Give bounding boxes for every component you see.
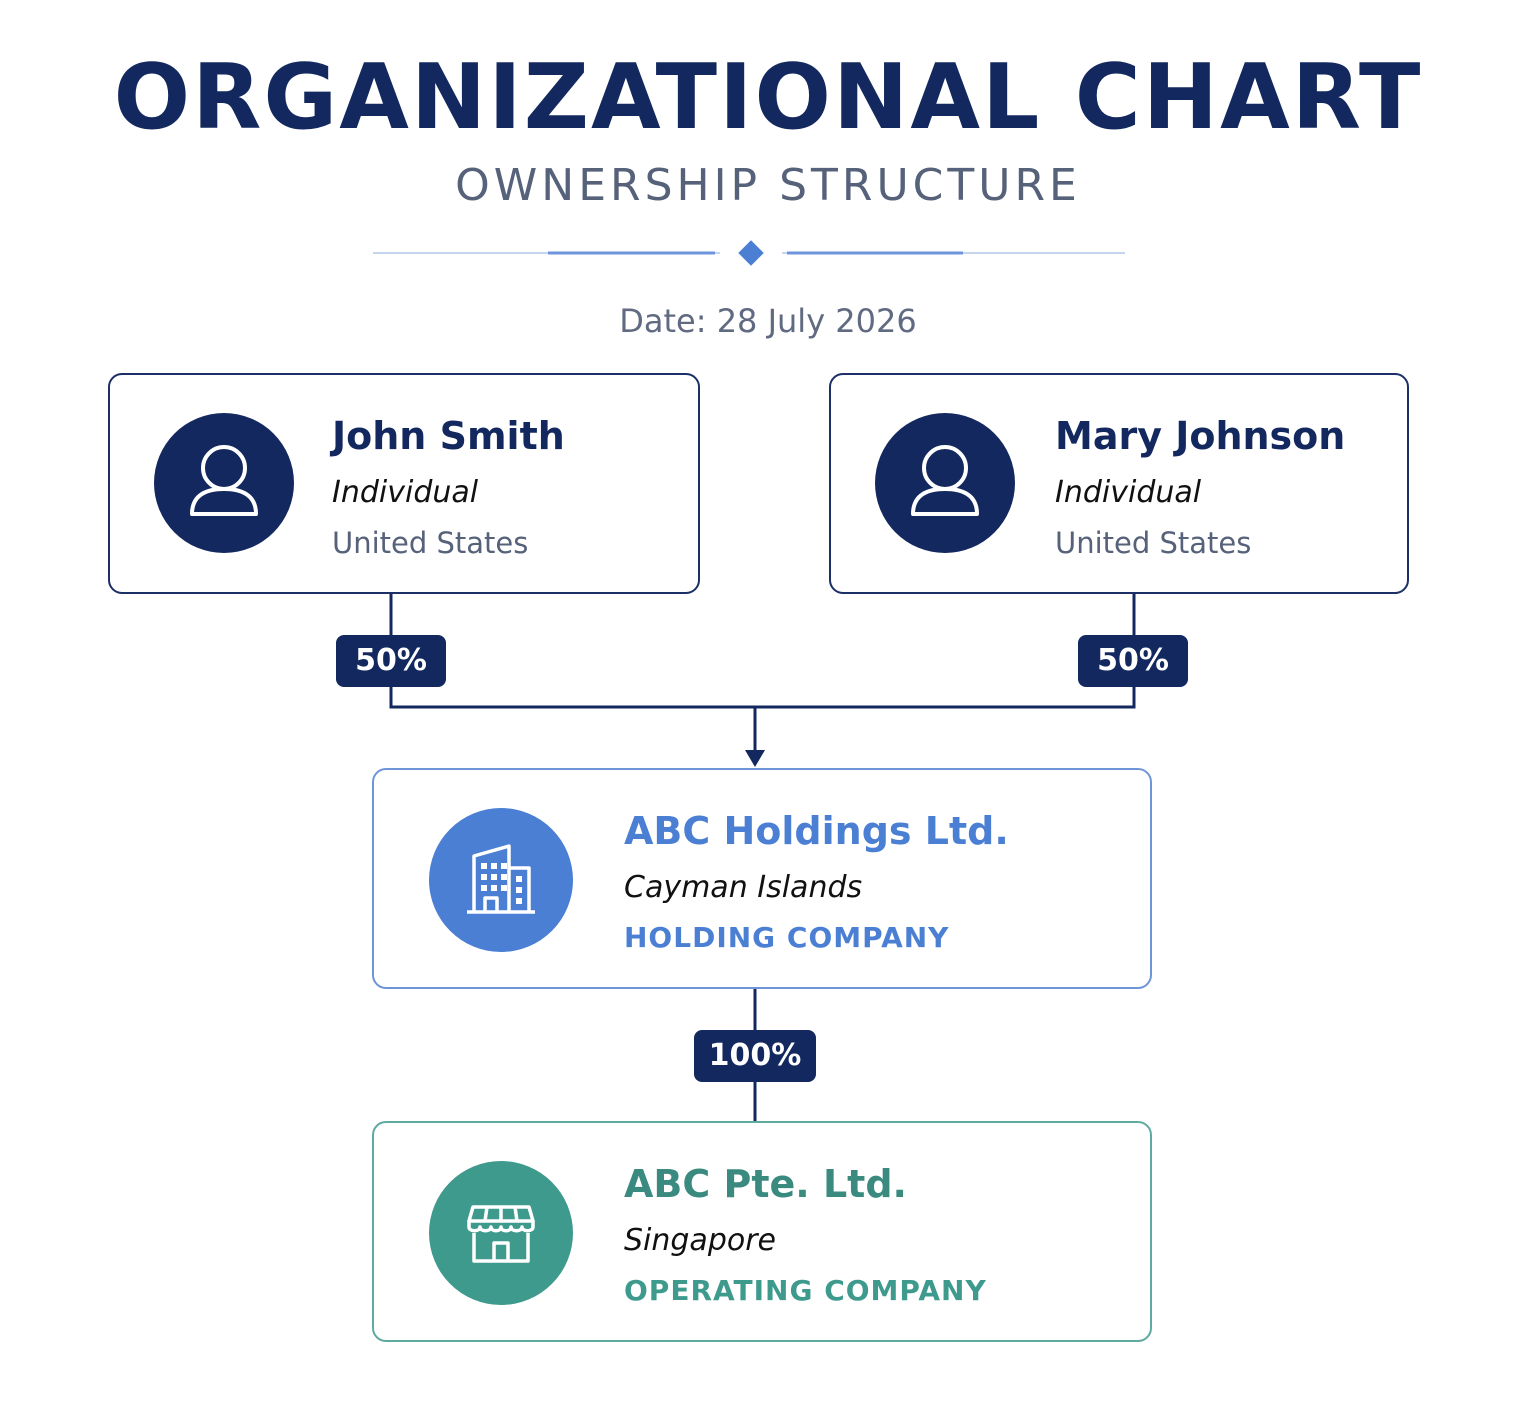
person-avatar — [875, 413, 1015, 553]
shareholder-card-john-smith[interactable]: John Smith Individual United States — [108, 373, 700, 594]
operating-company-card[interactable]: ABC Pte. Ltd. Singapore OPERATING COMPAN… — [372, 1121, 1152, 1342]
person-icon — [190, 445, 258, 516]
diamond-ornament — [738, 240, 764, 266]
chart-title: ORGANIZATIONAL CHART — [113, 45, 1423, 150]
shareholder-type: Individual — [1055, 475, 1202, 510]
holding-company-card[interactable]: ABC Holdings Ltd. Cayman Islands HOLDING… — [372, 768, 1152, 989]
shareholder-country: United States — [332, 526, 529, 560]
operating-avatar — [429, 1161, 573, 1305]
shareholder-type: Individual — [332, 475, 479, 510]
stake-badge-john-smith: 50% — [336, 635, 446, 687]
holding-company-name: ABC Holdings Ltd. — [624, 809, 1009, 853]
chart-subtitle: OWNERSHIP STRUCTURE — [455, 160, 1081, 211]
holding-role: HOLDING COMPANY — [624, 921, 950, 954]
operating-company-name: ABC Pte. Ltd. — [624, 1162, 907, 1206]
holding-avatar — [429, 808, 573, 952]
title-divider — [373, 240, 1125, 266]
person-icon — [911, 445, 979, 516]
shareholder-country: United States — [1055, 526, 1252, 560]
office-building-icon — [467, 844, 535, 914]
person-avatar — [154, 413, 294, 553]
stake-badge-mary-johnson: 50% — [1078, 635, 1188, 687]
shareholder-name: John Smith — [332, 414, 565, 458]
chart-date: Date: 28 July 2026 — [619, 302, 917, 340]
holding-jurisdiction: Cayman Islands — [624, 870, 863, 905]
shareholder-name: Mary Johnson — [1055, 414, 1346, 458]
stake-badge-holding: 100% — [694, 1030, 816, 1082]
operating-jurisdiction: Singapore — [624, 1223, 777, 1258]
shareholder-card-mary-johnson[interactable]: Mary Johnson Individual United States — [829, 373, 1409, 594]
arrow-head — [745, 750, 765, 767]
operating-role: OPERATING COMPANY — [624, 1274, 987, 1307]
storefront-icon — [467, 1205, 535, 1263]
